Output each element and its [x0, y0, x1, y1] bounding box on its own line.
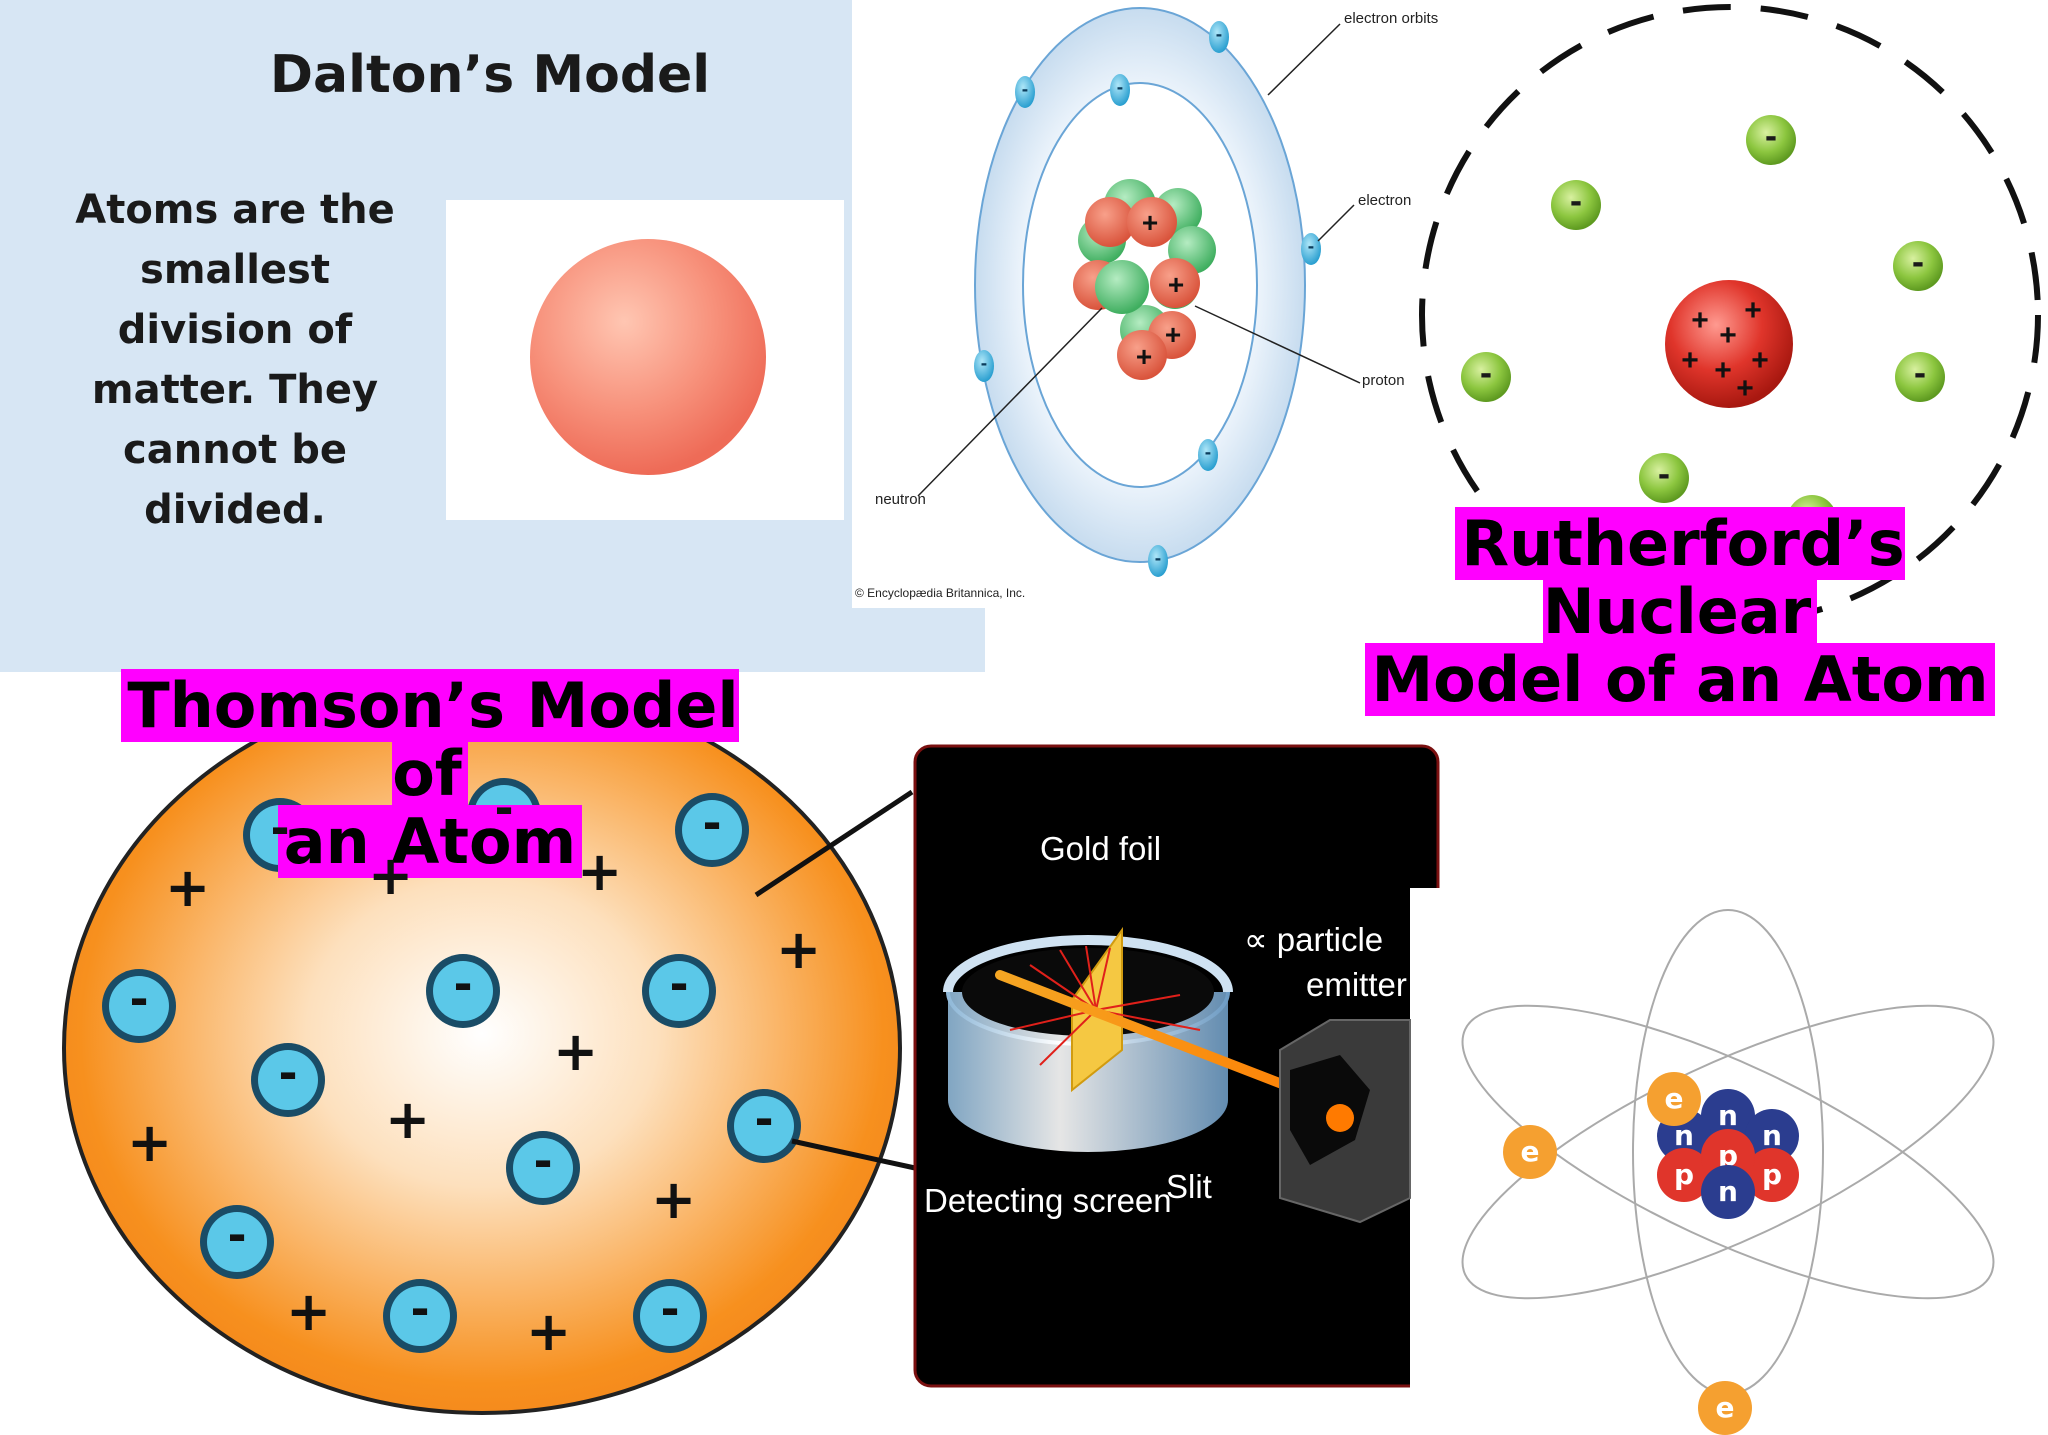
- bohr-leader-lines: [917, 23, 1361, 497]
- thomson-title-line-1: Thomson’s Model of: [121, 669, 739, 811]
- modern-electron: e: [1698, 1381, 1752, 1435]
- bohr-electron-minus: -: [1154, 549, 1162, 569]
- bohr-nucleus: + + + +: [1073, 179, 1216, 380]
- rutherford-title-line-1: Rutherford’s Nuclear: [1455, 507, 1905, 649]
- rutherford-electron-minus: -: [1913, 357, 1927, 392]
- dalton-line-5: cannot be: [123, 427, 347, 473]
- rutherford-electron-minus: -: [1657, 458, 1671, 493]
- thomson-plus: +: [651, 1167, 697, 1231]
- label-particle: ∝ particle: [1244, 921, 1384, 958]
- svg-text:+: +: [1168, 269, 1184, 300]
- bohr-electron-minus: -: [1307, 237, 1315, 257]
- dalton-line-3: division of: [117, 307, 353, 353]
- thomson-electron-minus: -: [278, 1046, 298, 1101]
- label-slit: Slit: [1166, 1168, 1212, 1205]
- dalton-line-2: smallest: [140, 247, 330, 293]
- rutherford-electron-minus: -: [1479, 357, 1493, 392]
- label-proton: proton: [1362, 372, 1405, 389]
- modern-neutron: n: [1701, 1165, 1755, 1219]
- bohr-electron-minus: -: [980, 354, 988, 374]
- thomson-electron-minus: -: [410, 1282, 430, 1337]
- rutherford-title: Rutherford’s Nuclear Model of an Atom: [1340, 507, 2020, 717]
- rutherford-electron-minus: -: [1911, 246, 1925, 281]
- svg-text:+: +: [1744, 294, 1762, 327]
- thomson-plus: +: [385, 1087, 431, 1151]
- dalton-solid-sphere: [530, 239, 766, 475]
- svg-text:+: +: [1165, 319, 1181, 350]
- label-detecting-screen: Detecting screen: [924, 1182, 1172, 1219]
- thomson-electron-minus: -: [227, 1208, 247, 1263]
- dalton-line-6: divided.: [144, 487, 326, 533]
- thomson-plus: +: [577, 839, 623, 903]
- thomson-electron-minus: -: [129, 972, 149, 1027]
- dalton-description: Atoms are the smallest division of matte…: [60, 180, 410, 540]
- thomson-electron-minus: -: [270, 801, 290, 856]
- thomson-electron-minus: -: [453, 957, 473, 1012]
- svg-text:+: +: [1736, 372, 1754, 405]
- bohr-electrons: [974, 21, 1321, 577]
- modern-electron: e: [1503, 1125, 1557, 1179]
- dalton-line-4: matter. They: [91, 367, 379, 413]
- dalton-title: Dalton’s Model: [269, 45, 711, 105]
- label-electron: electron: [1358, 192, 1412, 209]
- rutherford-nucleus: [1665, 280, 1793, 408]
- bohr-electron-minus: -: [1116, 78, 1124, 98]
- thomson-title: Thomson’s Model of an Atom: [110, 669, 750, 879]
- thomson-electron-minus: -: [533, 1134, 553, 1189]
- thomson-electron-minus: -: [660, 1282, 680, 1337]
- thomson-plus: +: [127, 1110, 173, 1174]
- svg-text:+: +: [1142, 207, 1158, 238]
- thomson-plus: +: [165, 855, 211, 919]
- thomson-model: [62, 681, 916, 1415]
- label-gold-foil: Gold foil: [1040, 830, 1162, 867]
- rutherford-electrons: [1461, 115, 1945, 545]
- thomson-electron-minus: -: [754, 1092, 774, 1147]
- gold-foil-experiment: [913, 744, 1500, 1388]
- thomson-plus: +: [553, 1019, 599, 1083]
- thomson-electron-minus: -: [669, 957, 689, 1012]
- thomson-electron-minus: -: [494, 781, 514, 836]
- thomson-plus: +: [776, 917, 822, 981]
- rutherford-electron-minus: -: [1569, 185, 1583, 220]
- modern-electron: e: [1647, 1072, 1701, 1126]
- svg-text:+: +: [1691, 304, 1709, 337]
- thomson-plus: +: [368, 843, 414, 907]
- label-neutron: neutron: [875, 491, 926, 508]
- thomson-plus: +: [526, 1299, 572, 1363]
- dalton-line-1: Atoms are the: [75, 187, 395, 233]
- rutherford-electron-minus: -: [1764, 120, 1778, 155]
- svg-text:+: +: [1751, 344, 1769, 377]
- britannica-credit: © Encyclopædia Britannica, Inc.: [855, 586, 1026, 600]
- svg-text:+: +: [1714, 354, 1732, 387]
- thomson-electron-minus: -: [702, 796, 722, 851]
- bohr-electron-minus: -: [1021, 80, 1029, 100]
- thomson-title-line-2: an Atom: [277, 805, 583, 879]
- svg-text:+: +: [1719, 319, 1737, 352]
- label-emitter: emitter: [1306, 966, 1407, 1003]
- thomson-plus: +: [286, 1279, 332, 1343]
- svg-text:+: +: [1136, 341, 1152, 372]
- bohr-electron-minus: -: [1204, 443, 1212, 463]
- rutherford-title-line-2: Model of an Atom: [1365, 643, 1995, 717]
- bohr-electron-minus: -: [1215, 25, 1223, 45]
- label-electron-orbits: electron orbits: [1344, 10, 1439, 27]
- svg-text:+: +: [1681, 344, 1699, 377]
